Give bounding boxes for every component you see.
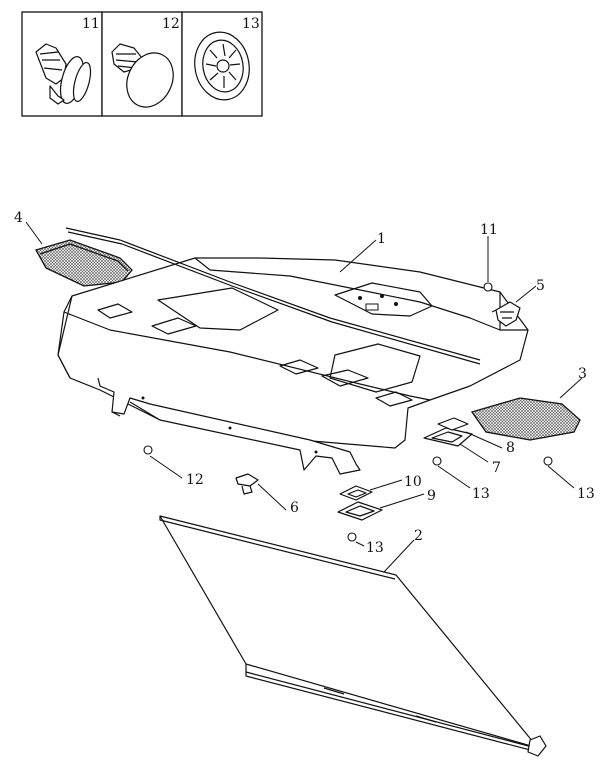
fastener-11 xyxy=(483,282,493,292)
mushroom-clip-icon xyxy=(111,43,174,108)
callout-5: 5 xyxy=(536,278,545,294)
callout-4: 4 xyxy=(14,210,23,226)
roller-blind xyxy=(159,515,547,757)
fastener-12 xyxy=(143,445,153,455)
bracket-7 xyxy=(423,427,473,447)
bracket-8 xyxy=(437,417,469,431)
callout-7: 7 xyxy=(492,460,501,476)
fastener-13a xyxy=(432,456,442,466)
fastener-13c xyxy=(347,532,357,542)
inset-box-11: 11 xyxy=(21,11,103,117)
parcel-shelf xyxy=(57,227,529,475)
callout-2: 2 xyxy=(414,528,423,544)
bracket-10 xyxy=(339,485,373,501)
callout-8: 8 xyxy=(506,440,515,456)
clip-6 xyxy=(235,473,259,495)
callout-12: 12 xyxy=(186,472,204,488)
inset-box-13: 13 xyxy=(181,11,263,117)
clip-5 xyxy=(491,301,521,327)
callout-1: 1 xyxy=(377,231,386,247)
callout-13c: 13 xyxy=(366,540,384,556)
inset-label-11: 11 xyxy=(82,16,100,32)
fastener-13b xyxy=(543,456,553,466)
callout-13a: 13 xyxy=(472,486,490,502)
inset-label-12: 12 xyxy=(162,16,180,32)
bracket-9 xyxy=(337,501,383,521)
callout-9: 9 xyxy=(427,488,436,504)
leader-lines xyxy=(25,221,583,573)
callout-11: 11 xyxy=(480,222,498,238)
speaker-grille-left xyxy=(35,239,133,287)
inset-label-13: 13 xyxy=(242,16,260,32)
callout-labels: 4 1 11 5 3 8 7 12 6 13 13 10 9 13 2 xyxy=(14,210,595,556)
star-washer-icon xyxy=(194,31,250,101)
push-rivet-clip-icon xyxy=(35,43,92,105)
callout-6: 6 xyxy=(290,500,299,516)
inset-box-12: 12 xyxy=(101,11,183,117)
callout-3: 3 xyxy=(578,366,587,382)
speaker-grille-right xyxy=(470,397,581,441)
callout-10: 10 xyxy=(404,474,422,490)
callout-13b: 13 xyxy=(577,486,595,502)
